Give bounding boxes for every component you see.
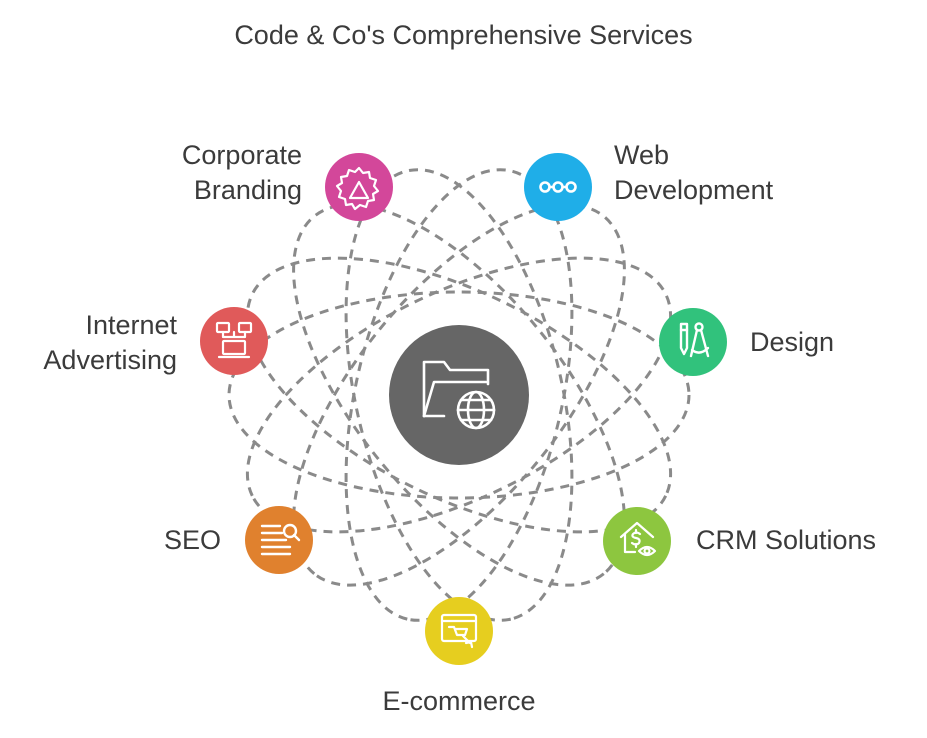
pen-ruler-icon xyxy=(679,322,710,358)
orbit-ring xyxy=(227,290,691,500)
search-list-icon xyxy=(260,523,301,556)
house-dollar-eye-icon xyxy=(619,521,657,557)
ad-network-icon xyxy=(215,321,253,359)
folder-globe-icon xyxy=(422,360,496,430)
node-seo xyxy=(245,506,313,574)
node-corporate-branding xyxy=(325,153,393,221)
label-design: Design xyxy=(750,327,835,357)
label-e-commerce: E-commerce xyxy=(382,686,536,716)
link-chain-icon xyxy=(539,181,577,193)
orbit-ring xyxy=(245,256,673,534)
node-circle xyxy=(425,597,493,665)
hub-node xyxy=(389,325,529,465)
node-design xyxy=(659,308,727,376)
branding-badge-icon xyxy=(335,166,380,211)
orbit-ring xyxy=(292,203,626,587)
label-seo: SEO xyxy=(163,525,221,555)
node-circle xyxy=(524,153,592,221)
node-circle xyxy=(325,153,393,221)
diagram-title: Code & Co's Comprehensive Services xyxy=(234,20,693,50)
orbit-ring xyxy=(344,168,574,622)
node-e-commerce xyxy=(425,597,493,665)
hub-circle xyxy=(389,325,529,465)
orbit-ring xyxy=(344,168,574,622)
online-shop-icon xyxy=(440,613,478,649)
node-circle xyxy=(603,507,671,575)
label-internet-advertising: Internet Advertising xyxy=(43,310,177,375)
label-corporate-branding: Corporate Branding xyxy=(181,140,302,205)
node-internet-advertising xyxy=(200,307,268,375)
label-crm-solutions: CRM Solutions xyxy=(696,525,877,555)
node-crm-solutions xyxy=(603,507,671,575)
node-web-development xyxy=(524,153,592,221)
label-web-development: Web Development xyxy=(614,140,774,205)
